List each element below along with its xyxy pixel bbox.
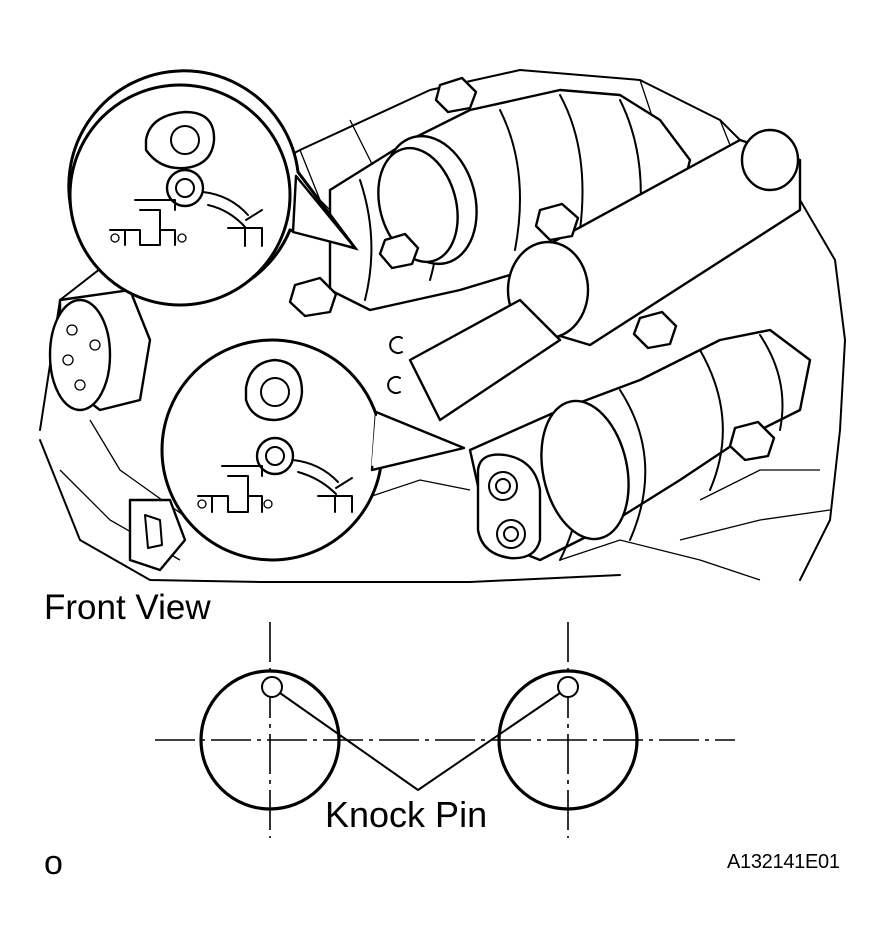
lower-camshaft bbox=[468, 328, 812, 562]
corner-mark-label: o bbox=[44, 844, 63, 882]
upper-callout bbox=[67, 69, 359, 307]
right-knock-pin bbox=[557, 676, 579, 698]
front-view-label: Front View bbox=[44, 588, 211, 627]
bolts bbox=[288, 76, 776, 462]
tube bbox=[408, 128, 802, 422]
lower-callout bbox=[160, 338, 466, 562]
knock-pin-label: Knock Pin bbox=[325, 794, 488, 835]
left-knock-pin bbox=[261, 676, 283, 698]
front-view-diagram bbox=[155, 622, 735, 838]
knock-pin-leader-lines bbox=[279, 692, 561, 791]
right-camshaft-circle bbox=[497, 669, 639, 811]
c-marks bbox=[387, 336, 403, 394]
left-camshaft-circle bbox=[199, 669, 341, 811]
figure-code-label: A132141E01 bbox=[727, 851, 840, 873]
